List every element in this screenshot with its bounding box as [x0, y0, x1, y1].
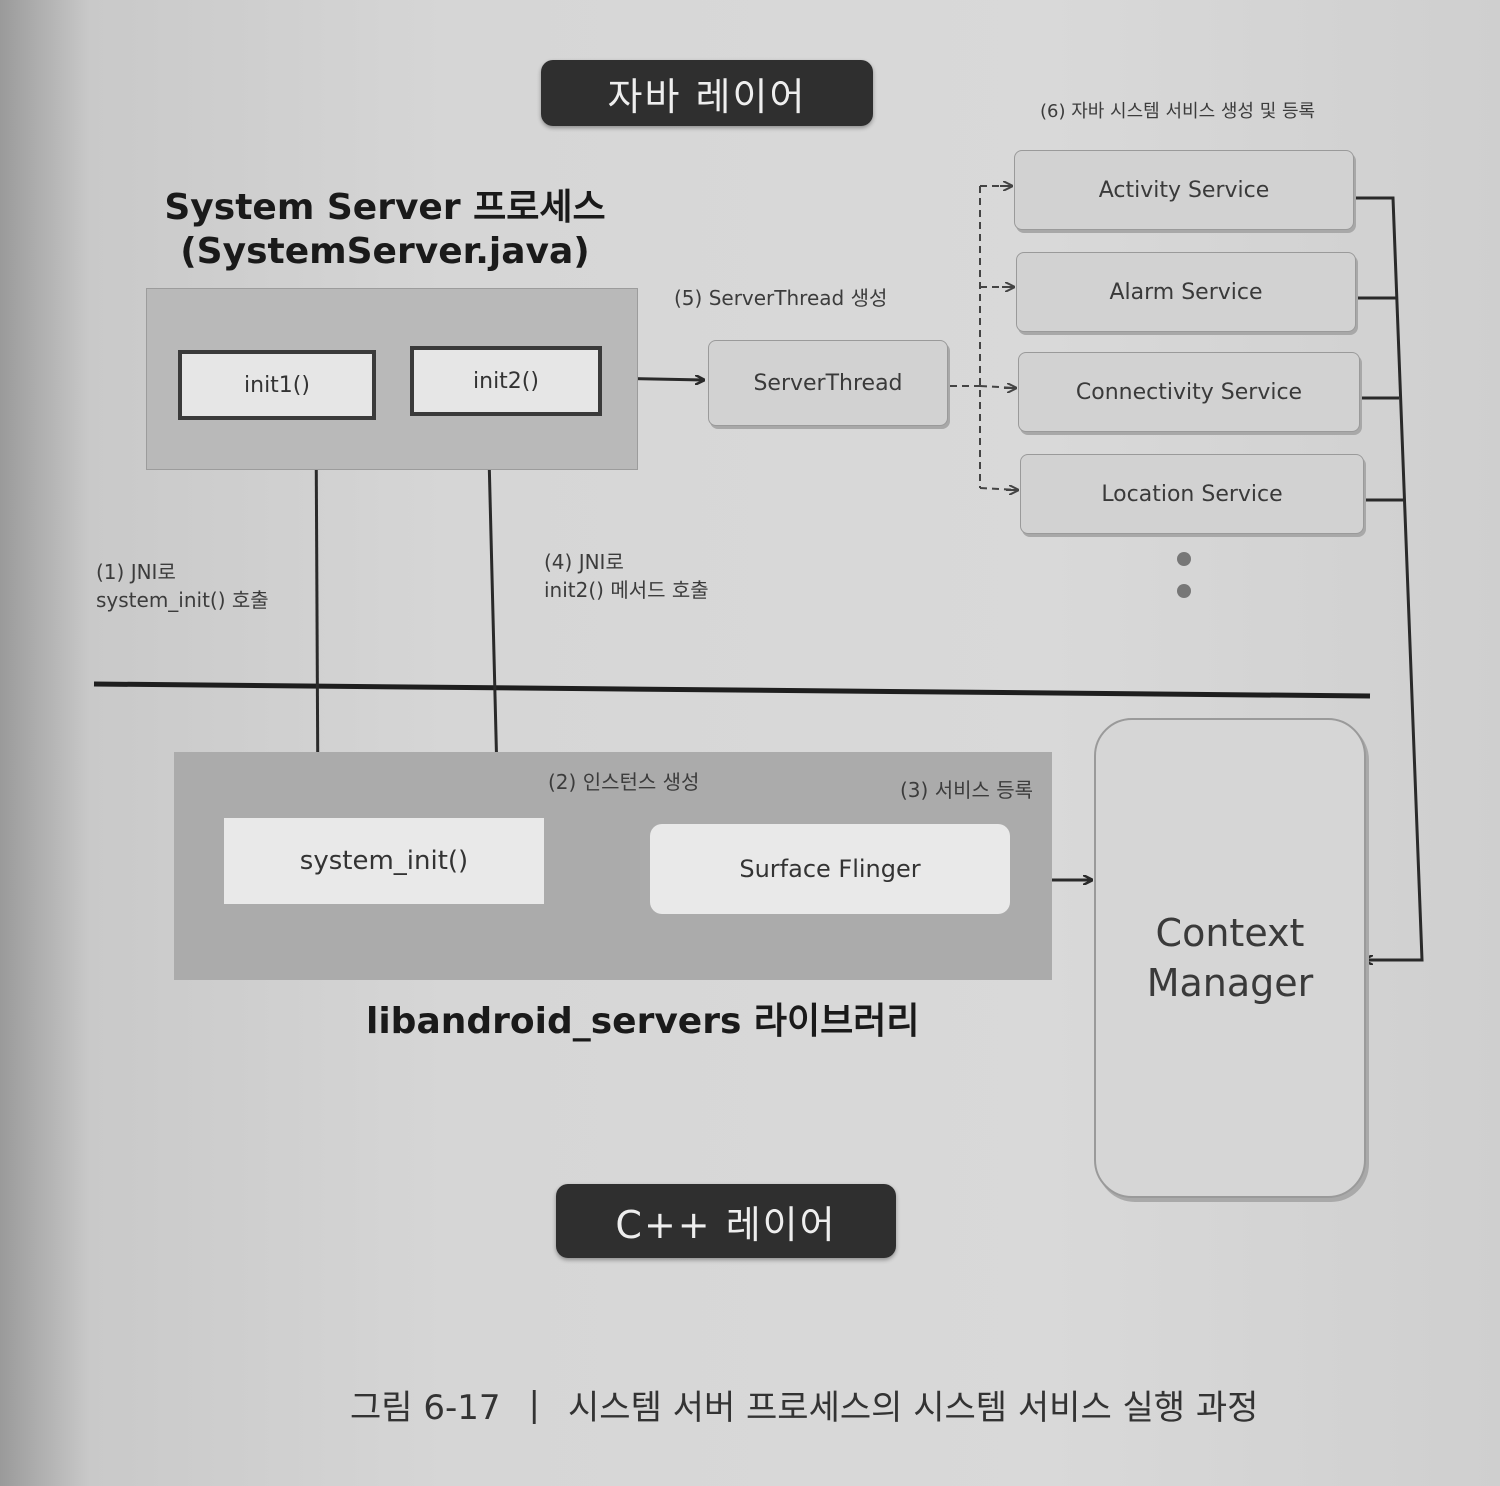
service-registration-lines: [1356, 196, 1424, 962]
location-service-box: Location Service: [1020, 454, 1364, 534]
jni-call-step-label: (1) JNI로 system_init() 호출: [96, 560, 269, 612]
system-server-heading: System Server 프로세스 (SystemServer.java): [150, 186, 620, 274]
system-server-file: (SystemServer.java): [180, 231, 590, 272]
init2-call-arrow: [488, 416, 500, 816]
java-layer-label: 자바 레이어: [541, 60, 873, 126]
figure-number: 그림 6-17: [350, 1388, 501, 1428]
library-label: libandroid_servers 라이브러리: [366, 1001, 920, 1042]
init1-box: init1(): [178, 350, 376, 420]
services-step-label: (6) 자바 시스템 서비스 생성 및 등록: [1040, 101, 1316, 122]
alarm-service-box: Alarm Service: [1016, 252, 1356, 332]
register-service-step-label: (3) 서비스 등록: [900, 778, 1034, 802]
service-creation-dashes: [950, 185, 1019, 491]
server-thread-box: ServerThread: [708, 340, 948, 426]
ellipsis-dot: [1177, 584, 1191, 598]
layer-divider: [93, 681, 1371, 699]
figure-caption: 그림 6-17 | 시스템 서버 프로세스의 시스템 서비스 실행 과정: [350, 1380, 1258, 1429]
surface-flinger-box: Surface Flinger: [650, 824, 1010, 914]
activity-service-box: Activity Service: [1014, 150, 1354, 230]
cpp-layer-label: C++ 레이어: [556, 1184, 896, 1258]
init2-box: init2(): [410, 346, 602, 416]
caption-separator: |: [528, 1384, 541, 1425]
connectivity-service-box: Connectivity Service: [1018, 352, 1360, 432]
jni-call-arrow: [316, 413, 318, 810]
init2-call-step-label: (4) JNI로 init2() 메서드 호출: [544, 550, 709, 602]
caption-text: 시스템 서버 프로세스의 시스템 서비스 실행 과정: [568, 1388, 1259, 1428]
create-instance-step-label: (2) 인스턴스 생성: [548, 770, 700, 794]
server-thread-step-label: (5) ServerThread 생성: [674, 286, 888, 310]
context-manager-box: Context Manager: [1094, 718, 1366, 1198]
system-server-title: System Server 프로세스: [164, 187, 606, 228]
ellipsis-dot: [1177, 552, 1191, 566]
system-init-box: system_init(): [224, 818, 544, 904]
